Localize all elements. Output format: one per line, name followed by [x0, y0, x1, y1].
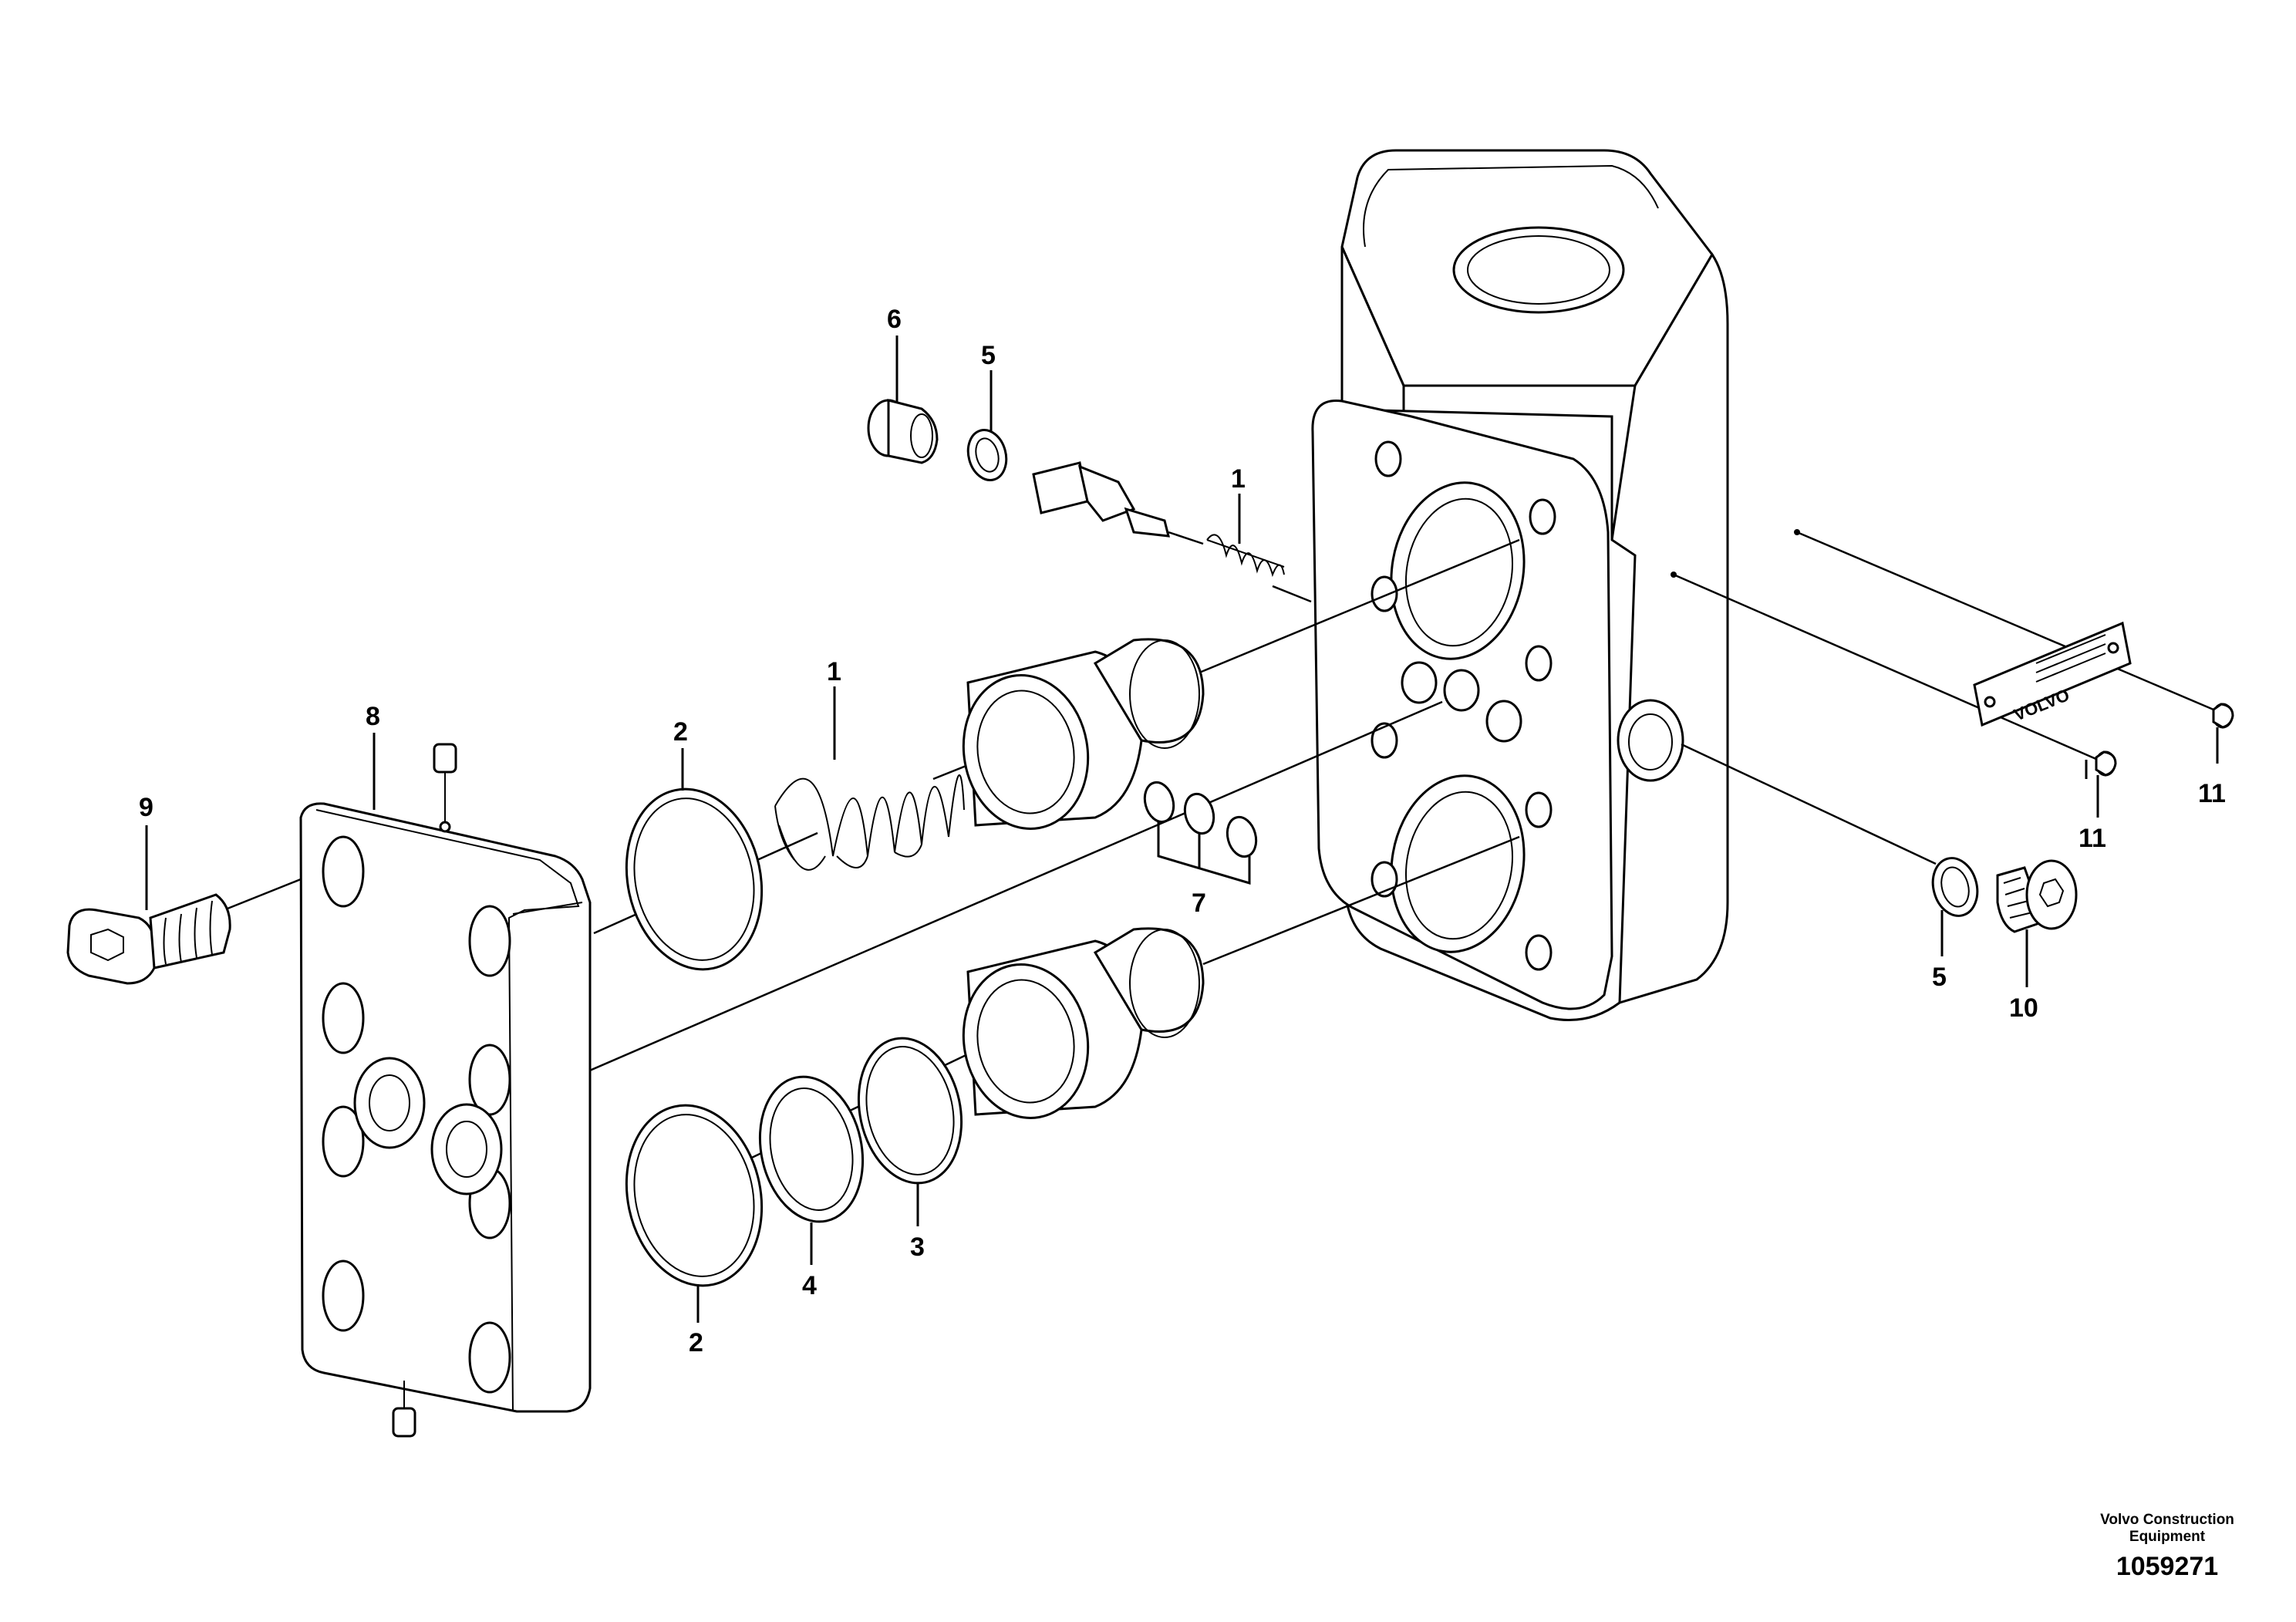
credit-block: Volvo Construction Equipment 1059271 — [2075, 1512, 2260, 1583]
o-ring-5-top — [966, 429, 1008, 481]
o-ring-3 — [857, 1037, 963, 1185]
callout-5-top: 5 — [981, 341, 996, 370]
poppet-valve — [1032, 461, 1204, 545]
credit-line-1: Volvo Construction — [2100, 1512, 2234, 1528]
callout-5-right: 5 — [1932, 963, 1947, 992]
callout-2-bottom: 2 — [689, 1328, 703, 1357]
o-rings-7 — [1143, 781, 1258, 885]
drawing-number: 1059271 — [2116, 1552, 2219, 1581]
spring-1-small — [1206, 534, 1285, 578]
callout-3: 3 — [910, 1233, 925, 1262]
callout-7: 7 — [1192, 889, 1206, 918]
callout-4: 4 — [802, 1271, 817, 1300]
screw-11-a — [2212, 703, 2234, 729]
callout-6: 6 — [887, 305, 902, 334]
callout-11-a: 11 — [2198, 779, 2226, 808]
assembly-lines — [223, 531, 2214, 1174]
callout-8: 8 — [366, 702, 380, 731]
piston-upper — [962, 638, 1205, 830]
o-ring-2-upper — [625, 787, 764, 971]
callout-9: 9 — [139, 793, 153, 822]
nameplate: VOLVO — [1973, 621, 2132, 727]
callout-2-top: 2 — [673, 717, 688, 747]
bolt-9 — [66, 893, 231, 985]
spring-1-large — [774, 774, 965, 871]
callout-11-b: 11 — [2079, 824, 2106, 853]
valve-housing — [1311, 149, 1800, 1021]
back-up-ring-4 — [758, 1075, 865, 1223]
callout-labels: 6 5 1 1 8 9 2 7 11 11 5 10 2 4 3 — [139, 305, 2226, 1357]
screw-11-b — [2095, 750, 2117, 777]
callout-1-top: 1 — [1231, 464, 1246, 494]
callout-10: 10 — [2009, 993, 2038, 1023]
callout-1-spring: 1 — [827, 657, 841, 686]
credit-line-2: Equipment — [2129, 1529, 2206, 1545]
callout-leaders — [145, 336, 2219, 1323]
plug-10 — [1996, 859, 2078, 933]
piston-lower — [962, 927, 1205, 1119]
plug-6 — [867, 399, 939, 464]
cover-plate-8 — [299, 743, 592, 1438]
o-ring-5-right — [1931, 857, 1979, 917]
o-ring-2-lower — [625, 1104, 764, 1287]
